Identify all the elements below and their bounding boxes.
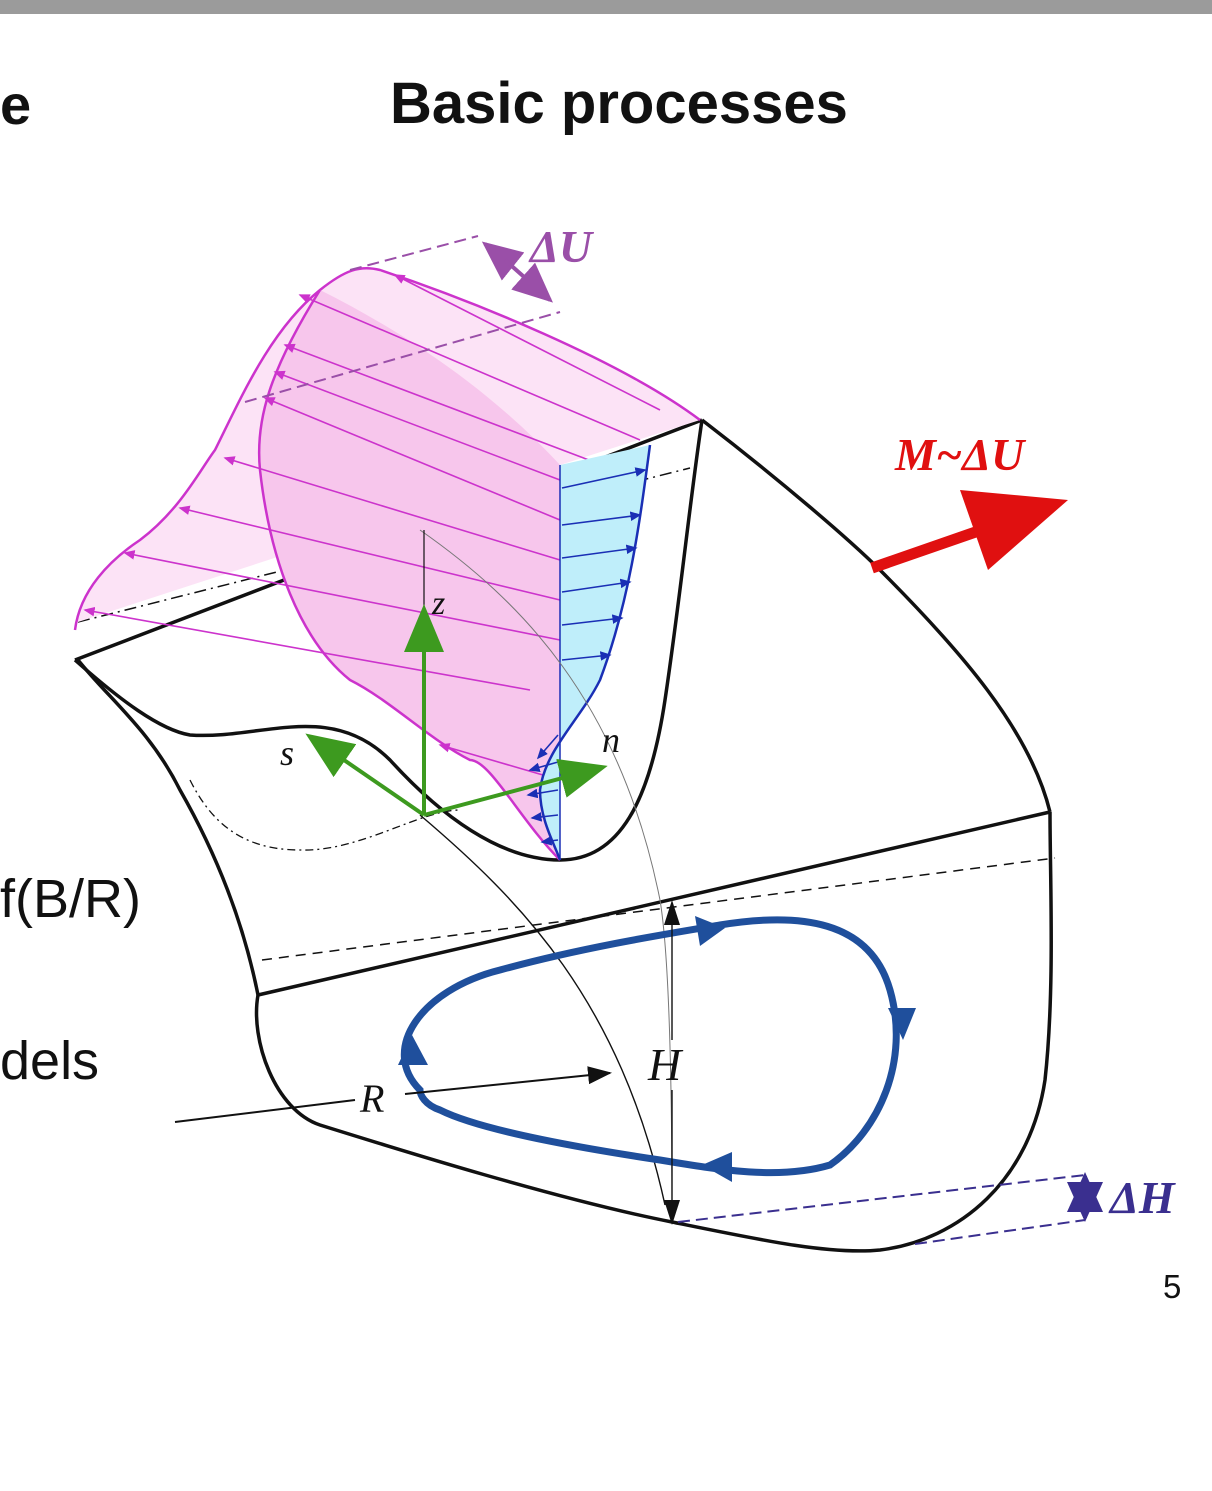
n-axis-label: n (602, 720, 620, 760)
slide-title: Basic processes (390, 71, 848, 136)
n-axis-arrow (423, 758, 608, 817)
z-axis-label: z (431, 585, 445, 622)
momentum-arrow (870, 490, 1068, 574)
channel-block-lower (76, 658, 1053, 1253)
left-text-fragment-1: e (0, 73, 32, 136)
s-axis-arrow (305, 733, 426, 817)
left-text-fragment-3: dels (0, 1031, 100, 1091)
radius-arrow (174, 1066, 612, 1123)
radius-arc (419, 814, 666, 1206)
left-text-fragment-2: f(B/R) (0, 869, 141, 929)
depth-label: H (647, 1039, 684, 1090)
momentum-label: M~ΔU (894, 429, 1027, 480)
streamwise-velocity-profile-inner (257, 289, 561, 861)
depth-arrow (664, 900, 680, 1225)
header-bar (0, 0, 1212, 14)
delta-h-lines (677, 1174, 1086, 1245)
local-axes (305, 604, 608, 817)
delta-h-label: ΔH (1108, 1172, 1176, 1223)
centreline-arc-upper (419, 529, 673, 1221)
secondary-velocity-arrows (526, 467, 647, 846)
secondary-circulation-loop (398, 916, 916, 1182)
bed-contour (189, 779, 461, 851)
delta-u-label: ΔU (528, 221, 595, 272)
page-number: 5 (1163, 1268, 1182, 1305)
delta-u-dashed-lines (244, 235, 561, 403)
s-axis-label: s (280, 733, 294, 773)
delta-u-arrow (481, 241, 553, 303)
streamwise-velocity-arrows (83, 274, 661, 781)
radius-label: R (359, 1076, 384, 1121)
